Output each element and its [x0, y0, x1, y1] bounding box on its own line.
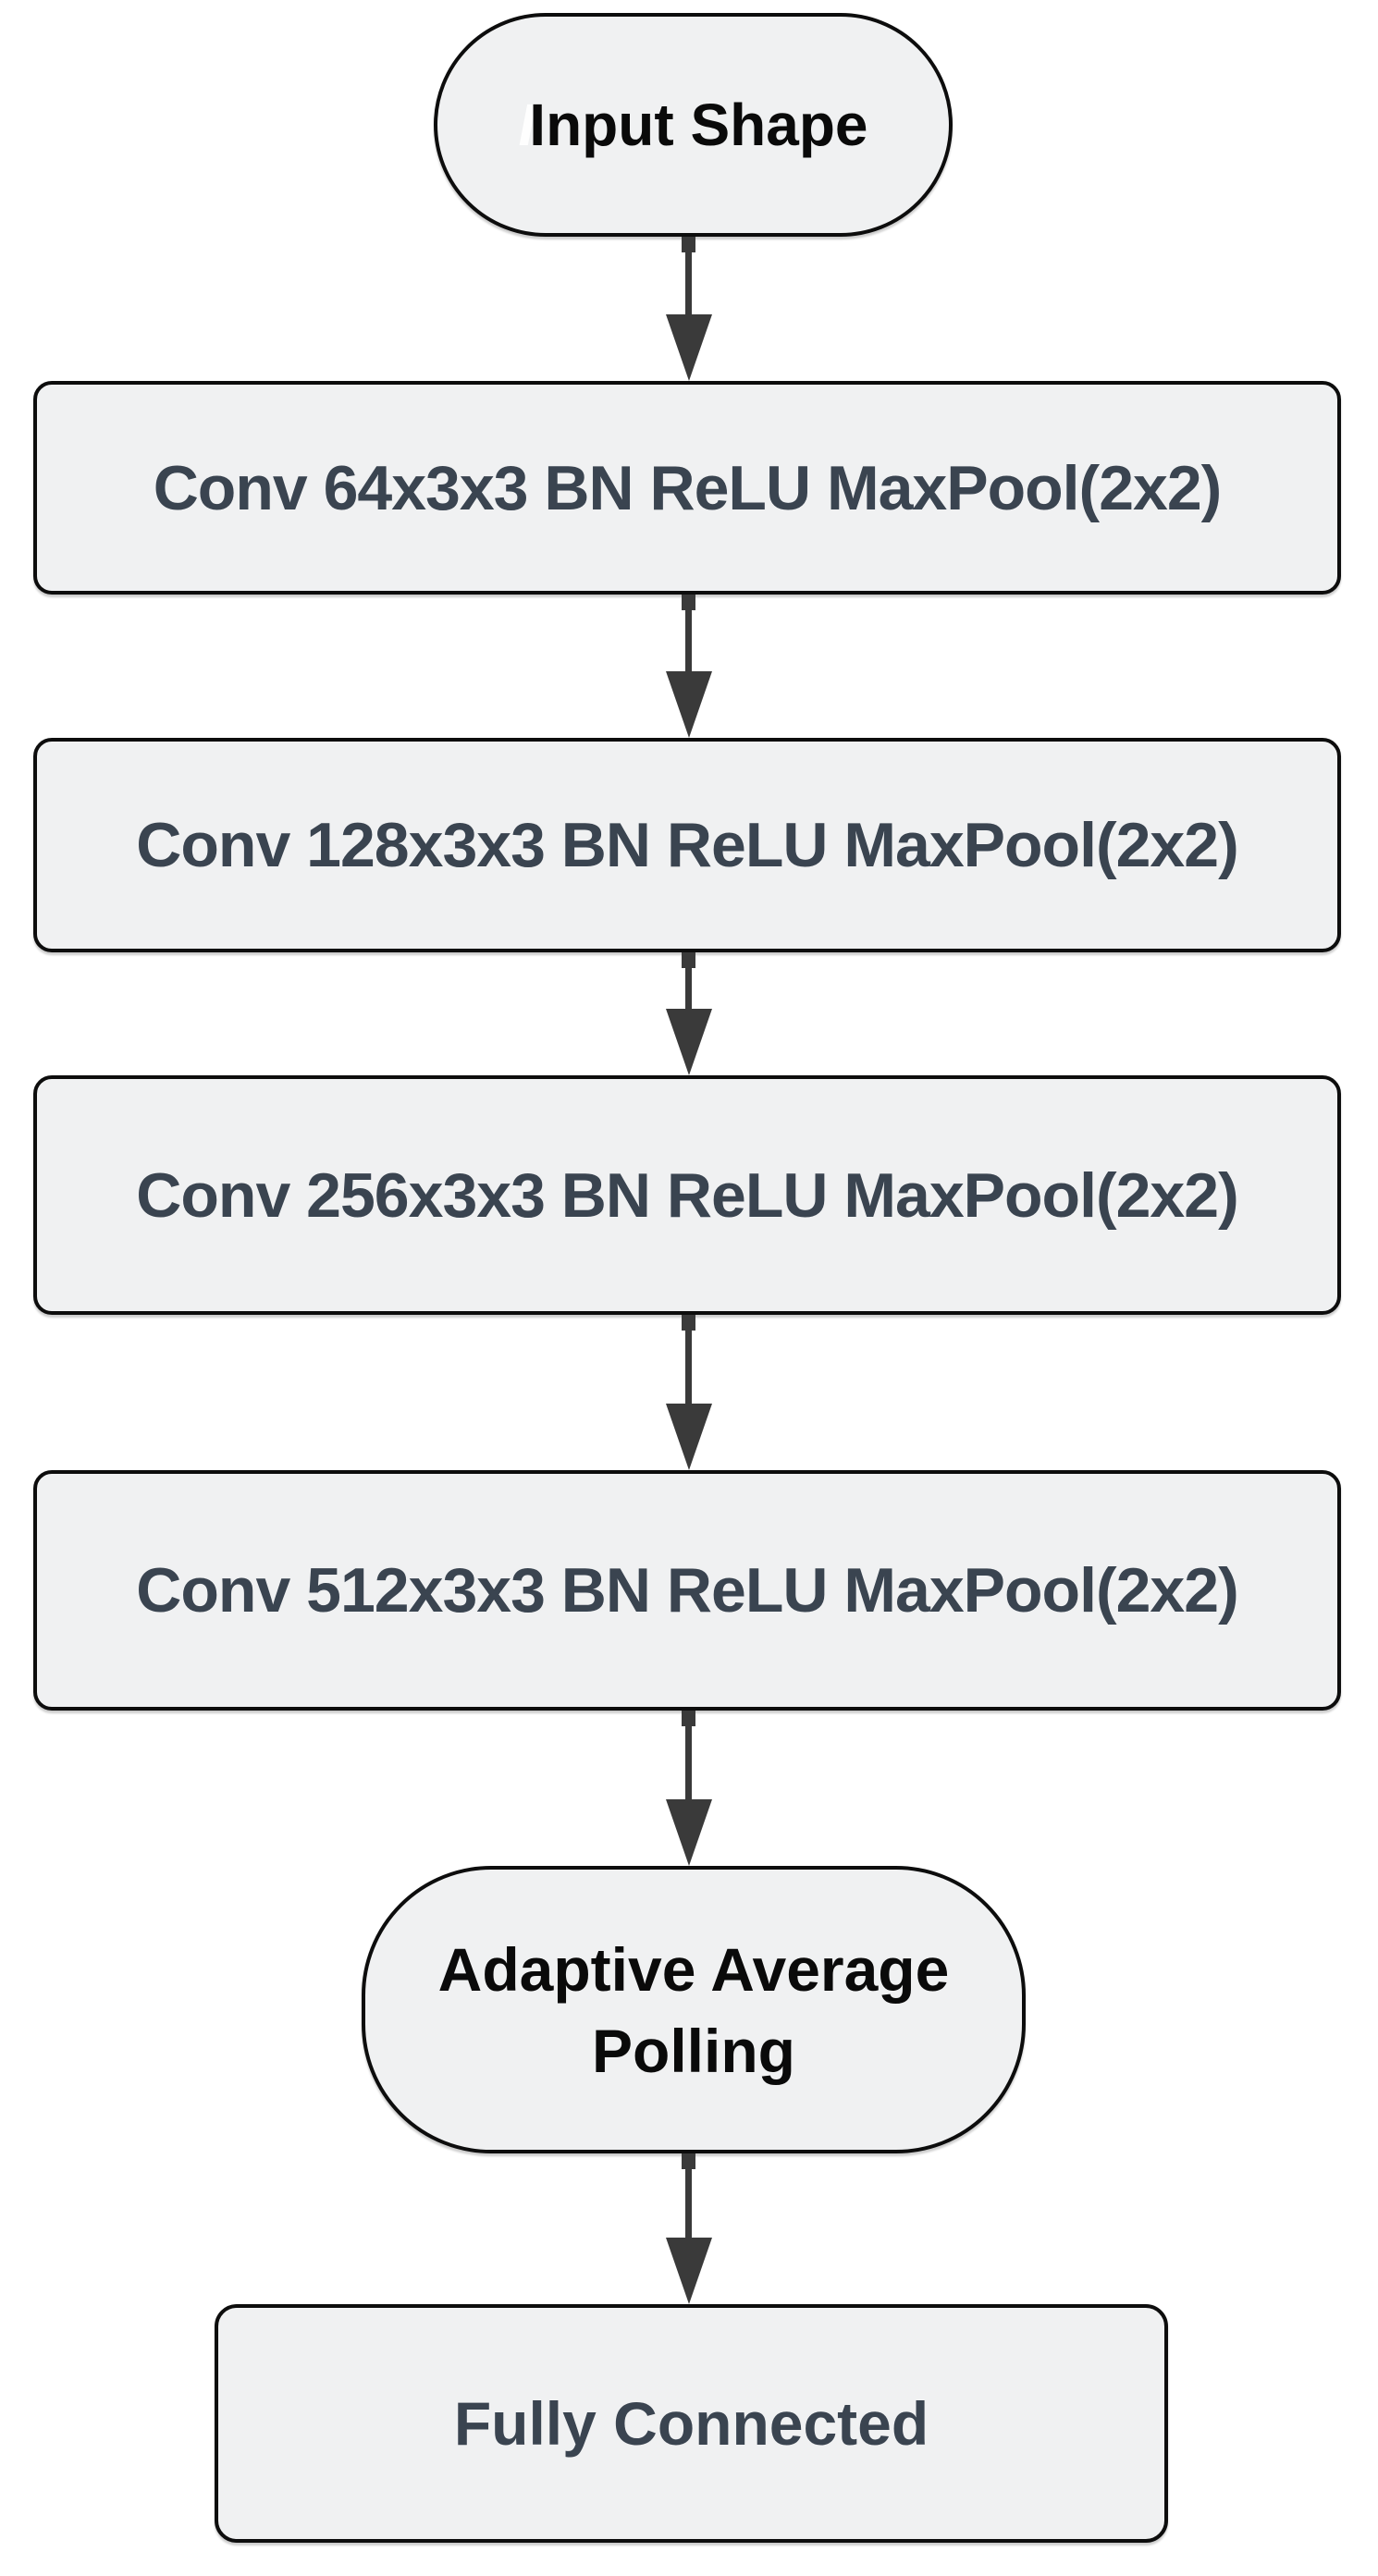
node-conv64-text: Conv 64x3x3 BN ReLU MaxPool(2x2) — [153, 452, 1223, 523]
node-conv512-text: Conv 512x3x3 BN ReLU MaxPool(2x2) — [136, 1555, 1238, 1625]
edge-conv512-to-aap — [666, 1711, 712, 1866]
edge-input-to-conv64 — [666, 237, 712, 381]
node-conv512: Conv 512x3x3 BN ReLU MaxPool(2x2) — [33, 1470, 1341, 1711]
edge-conv256-to-conv512 — [666, 1315, 712, 1470]
arrow-down-icon — [666, 1404, 712, 1470]
edge-conv128-to-conv256 — [666, 952, 712, 1075]
arrow-down-icon — [666, 2238, 712, 2304]
node-conv256: Conv 256x3x3 BN ReLU MaxPool(2x2) — [33, 1075, 1341, 1315]
node-input-shape: IInput Shape — [434, 13, 953, 237]
node-conv256-text: Conv 256x3x3 BN ReLU MaxPool(2x2) — [136, 1159, 1238, 1231]
edge-aap-to-fc — [666, 2153, 712, 2304]
node-label: IInput Shape — [519, 91, 868, 159]
node-fully-connected: Fully Connected — [215, 2304, 1168, 2543]
node-conv64: Conv 64x3x3 BN ReLU MaxPool(2x2) — [33, 381, 1341, 595]
arrow-shaft — [685, 595, 692, 677]
arrow-shaft — [685, 237, 692, 320]
ghost-letter: I — [518, 92, 535, 158]
arrow-shaft — [685, 952, 692, 1014]
node-adaptive-average-polling-text: Adaptive Average Polling — [437, 1934, 950, 2085]
node-input-shape-text: Input Shape — [529, 92, 868, 158]
arrow-down-icon — [666, 1799, 712, 1866]
arrow-down-icon — [666, 314, 712, 381]
node-adaptive-average-polling: Adaptive Average Polling — [362, 1866, 1026, 2153]
arrow-shaft — [685, 1315, 692, 1409]
node-fully-connected-text: Fully Connected — [453, 2389, 929, 2458]
node-conv128: Conv 128x3x3 BN ReLU MaxPool(2x2) — [33, 738, 1341, 952]
arrow-shaft — [685, 1711, 692, 1805]
node-conv128-text: Conv 128x3x3 BN ReLU MaxPool(2x2) — [136, 810, 1238, 880]
arrow-down-icon — [666, 1009, 712, 1075]
arrow-shaft — [685, 2153, 692, 2243]
arrow-down-icon — [666, 671, 712, 738]
edge-conv64-to-conv128 — [666, 595, 712, 738]
